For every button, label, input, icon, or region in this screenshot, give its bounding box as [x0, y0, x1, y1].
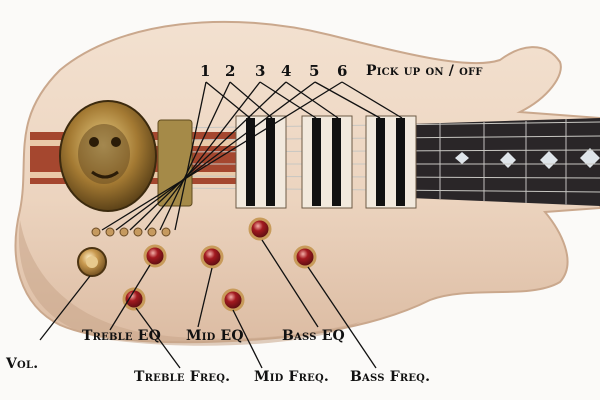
pickup-number-3: 3 [255, 62, 266, 80]
volume-label: Vol. [6, 356, 39, 372]
volume-knob[interactable] [77, 247, 107, 277]
pickup-number-5: 5 [309, 62, 320, 80]
mid-eq-knob[interactable] [200, 245, 224, 269]
bass-eq-knob[interactable] [248, 217, 272, 241]
pickup-switches[interactable] [91, 227, 171, 237]
pickup-number-2: 2 [225, 62, 236, 80]
bass-freq-knob[interactable] [293, 245, 317, 269]
lion-head-ornament [59, 100, 157, 212]
mid-freq-knob[interactable] [221, 288, 245, 312]
mid-eq-label: Mid EQ [186, 328, 244, 344]
leader-lines [39, 81, 403, 369]
pickup-1-2 [235, 115, 287, 209]
pickup-3-4 [301, 115, 353, 209]
pickup-number-4: 4 [281, 62, 292, 80]
treble-freq-label: Treble Freq. [134, 369, 231, 385]
bass-freq-label: Bass Freq. [350, 369, 431, 385]
treble-eq-label: Treble EQ [82, 328, 161, 344]
bridge [157, 119, 193, 207]
treble-eq-knob[interactable] [143, 244, 167, 268]
pickup-number-6: 6 [337, 62, 348, 80]
pickup-number-1: 1 [200, 62, 211, 80]
pickup-5-6 [365, 115, 417, 209]
body-shadow [18, 220, 360, 346]
treble-freq-knob[interactable] [122, 287, 146, 311]
mid-freq-label: Mid Freq. [254, 369, 329, 385]
pickup-switch-label: Pick up on / off [366, 63, 483, 79]
bass-eq-label: Bass EQ [282, 328, 345, 344]
